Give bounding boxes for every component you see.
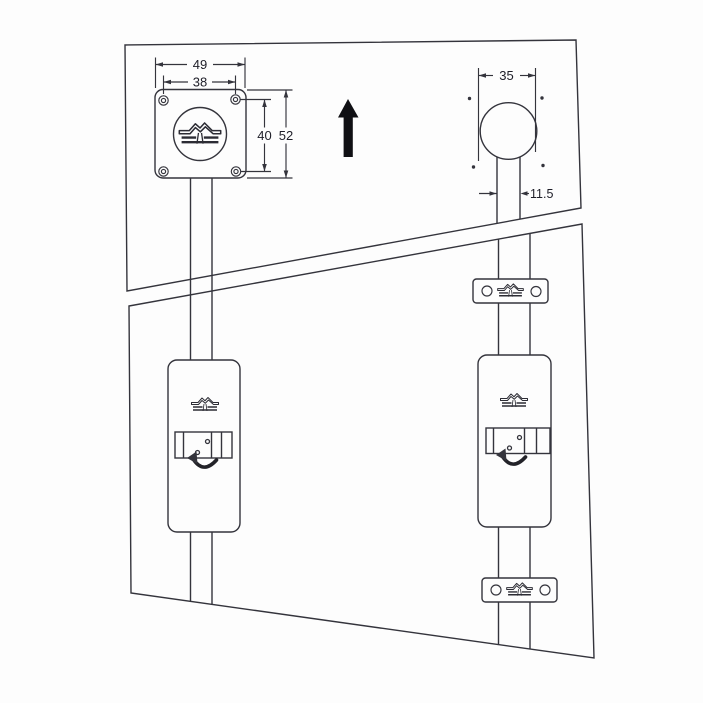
screw-hole (158, 166, 169, 177)
left-lock-body (167, 359, 241, 533)
cylinder-hole (467, 96, 545, 169)
pilot-mark (540, 96, 544, 100)
screw-hole (481, 285, 493, 297)
rod-guide-top (472, 278, 549, 304)
guide-plate-outline (472, 278, 549, 304)
arrowhead (528, 73, 536, 78)
dimension-label: 49 (193, 57, 207, 72)
left-latch (174, 431, 233, 459)
arrowhead (228, 79, 236, 85)
dimension-hole-diameter: 35 (477, 68, 537, 161)
pilot-mark (541, 163, 545, 168)
latch-pin (516, 434, 523, 441)
arrowhead (262, 99, 267, 107)
arrowhead (262, 164, 267, 172)
left-lock-unit (167, 359, 241, 533)
pilot-mark (471, 165, 476, 169)
latch-pin (204, 438, 211, 445)
right-rod-slot (496, 156, 521, 223)
arrowhead (237, 62, 245, 67)
arrowhead (478, 73, 486, 78)
dimension-screw-spacing-v: 40 (240, 98, 272, 173)
arrowhead (155, 62, 163, 67)
screw-hole-inner (160, 168, 167, 175)
screw-hole-inner (232, 96, 239, 103)
latch-outline (485, 427, 551, 455)
lower-panel (128, 223, 595, 659)
dimension-plate-height: 52 (247, 89, 293, 179)
dimension-label: 52 (279, 128, 293, 143)
screw-hole-inner (233, 168, 239, 175)
screw-hole (158, 95, 169, 106)
arrowhead (163, 79, 171, 85)
pilot-mark (467, 96, 472, 101)
rotation-arrowhead (496, 448, 507, 461)
up-arrow-shape (338, 99, 359, 157)
logo-medallion (172, 106, 228, 162)
rotation-arrow-icon (496, 448, 528, 466)
right-lock-unit (477, 354, 552, 528)
dimension-slot-width: 11.5 (479, 187, 553, 201)
cylinder-hole-outline (479, 101, 538, 160)
dimension-plate-width: 49 (154, 57, 246, 88)
latch-outline (174, 431, 233, 459)
arrowhead (489, 191, 497, 196)
rod-guide-bottom (481, 577, 558, 603)
screw-hole (539, 584, 551, 596)
dimension-label: 38 (193, 75, 207, 90)
screw-hole-inner (160, 97, 167, 104)
dimension-label: 35 (499, 68, 513, 83)
screw-hole (530, 285, 542, 298)
rotation-arrow-icon (187, 451, 219, 469)
arrowhead (520, 191, 528, 196)
rotation-arrowhead (187, 451, 198, 464)
right-lock-body (477, 354, 552, 528)
screw-hole (230, 94, 241, 105)
screw-holes (158, 94, 242, 177)
arrowhead (283, 90, 289, 98)
mounting-plate (154, 88, 247, 179)
dimension-screw-spacing-h: 38 (162, 75, 237, 94)
arrowhead (283, 170, 289, 178)
lower-panel-outline (128, 223, 595, 659)
screw-hole (490, 584, 502, 596)
guide-plate-outline (481, 577, 558, 603)
latch-pin (506, 445, 513, 451)
up-arrow-icon (338, 99, 359, 157)
dimension-label: 11.5 (530, 187, 553, 201)
right-latch (485, 427, 551, 455)
dimension-label: 40 (257, 128, 271, 143)
